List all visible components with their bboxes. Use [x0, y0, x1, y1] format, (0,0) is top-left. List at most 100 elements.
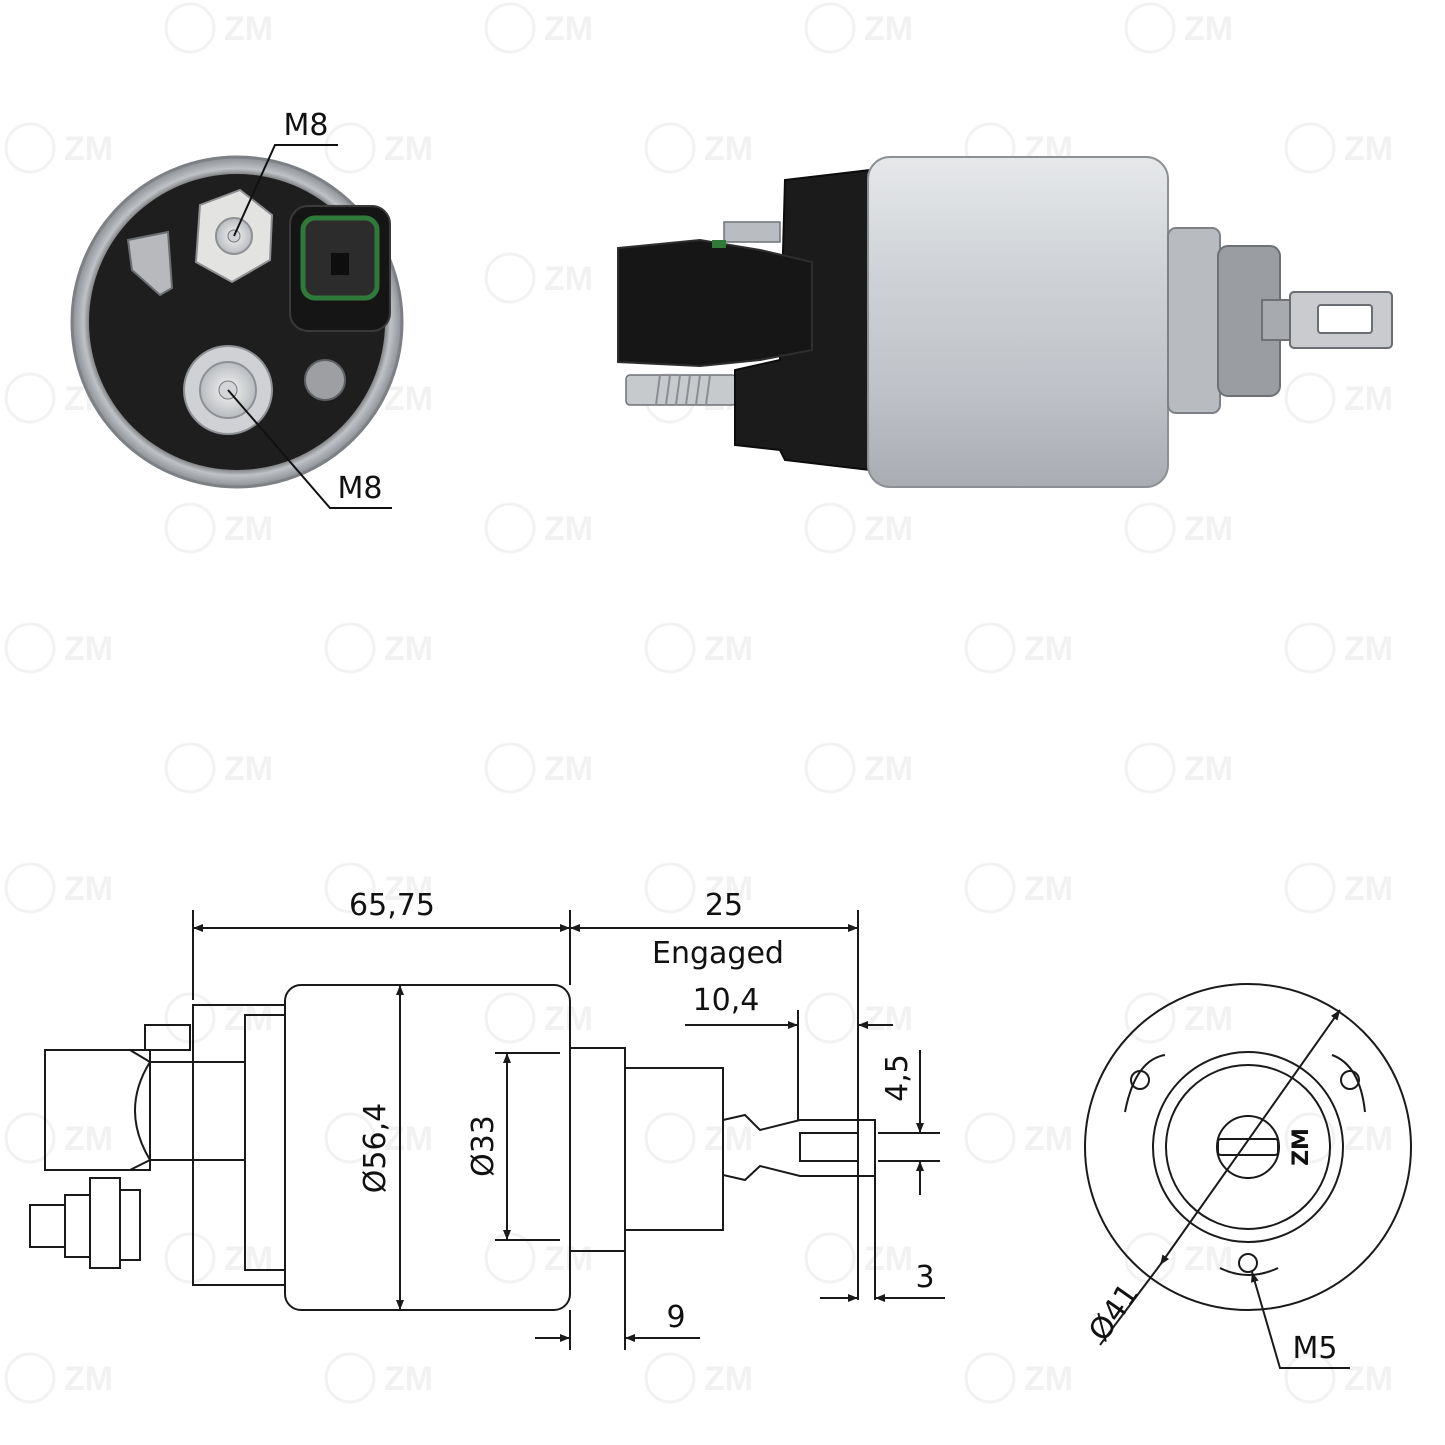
watermark-text: ZM [224, 10, 273, 48]
watermark-logo [164, 502, 216, 554]
watermark-text: ZM [1184, 1240, 1233, 1278]
watermark-text: ZM [64, 870, 113, 908]
label-bottom-m8: M8 [338, 471, 383, 506]
watermark-logo [1284, 1352, 1336, 1404]
watermark-text: ZM [384, 870, 433, 908]
watermark-text: ZM [384, 380, 433, 418]
watermark-text: ZM [704, 1120, 753, 1158]
leader-top-m8 [233, 144, 338, 237]
watermark-text: ZM [544, 10, 593, 48]
watermark-text: ZM [384, 630, 433, 668]
dim-body-diameter: Ø56,4 [358, 1103, 393, 1193]
dim-nose-diameter: Ø33 [466, 1115, 501, 1177]
leader-bottom-m8 [227, 389, 392, 509]
watermark-logo [164, 742, 216, 794]
watermark-text: ZM [64, 1360, 113, 1398]
watermark-logo [484, 252, 536, 304]
watermark-logo [804, 1232, 856, 1284]
watermark-text: ZM [544, 750, 593, 788]
dim-line-flange-dia [1159, 1009, 1341, 1266]
watermark-logo [484, 992, 536, 1044]
watermark-text: ZM [544, 510, 593, 548]
watermark-layer: ZM ZM ZM ZM ZM ZM ZM ZM ZM ZM ZM ZM ZM ZM ZM ZM ZM ZM ZM ZM… [4, 2, 1393, 1404]
watermark-logo [324, 1352, 376, 1404]
watermark-logo [964, 622, 1016, 674]
solenoid-body [867, 156, 1169, 488]
watermark-text: ZM [704, 130, 753, 168]
watermark-logo [324, 862, 376, 914]
mount-hole-1 [1130, 1070, 1150, 1090]
watermark-text: ZM [544, 1240, 593, 1278]
watermark-logo [4, 122, 56, 174]
watermark-logo [804, 502, 856, 554]
watermark-text: ZM [544, 260, 593, 298]
watermark-logo [324, 122, 376, 174]
watermark-text: ZM [224, 1000, 273, 1038]
watermark-logo [644, 1352, 696, 1404]
dimension-drawing-side [29, 910, 945, 1350]
watermark-text: ZM [1184, 1000, 1233, 1038]
battery-tab [126, 230, 174, 297]
dim-body-length: 65,75 [349, 888, 435, 923]
watermark-text: ZM [224, 750, 273, 788]
connector-plug [617, 238, 813, 368]
end-logo: ZM [1289, 1128, 1314, 1166]
watermark-logo [164, 2, 216, 54]
watermark-text: ZM [864, 750, 913, 788]
watermark-text: ZM [544, 1000, 593, 1038]
watermark-logo [1284, 122, 1336, 174]
watermark-text: ZM [1344, 870, 1393, 908]
watermark-text: ZM [1024, 870, 1073, 908]
drawing-connector [44, 1049, 151, 1171]
watermark-logo [484, 2, 536, 54]
dim-flange-diameter: Ø41 [1082, 1277, 1146, 1348]
side-view-photo [617, 156, 1393, 488]
drawing-nose [569, 1047, 626, 1252]
watermark-text: ZM [1024, 630, 1073, 668]
watermark-logo [4, 1352, 56, 1404]
mount-hole-2 [1340, 1070, 1360, 1090]
watermark-logo [804, 2, 856, 54]
watermark-logo [484, 742, 536, 794]
end-view-photo: M8 M8 [70, 108, 404, 509]
watermark-logo [4, 862, 56, 914]
watermark-logo [644, 622, 696, 674]
top-bolt [723, 221, 781, 243]
watermark-logo [4, 1112, 56, 1164]
watermark-logo [4, 622, 56, 674]
watermark-text: ZM [64, 1120, 113, 1158]
watermark-text: ZM [1344, 380, 1393, 418]
watermark-text: ZM [1024, 1360, 1073, 1398]
watermark-logo [1124, 502, 1176, 554]
watermark-text: ZM [1344, 1120, 1393, 1158]
mount-hole-3 [1238, 1253, 1258, 1273]
watermark-logo [644, 122, 696, 174]
dim-fork-offset: 10,4 [693, 983, 760, 1018]
watermark-logo [324, 1112, 376, 1164]
watermark-text: ZM [384, 1120, 433, 1158]
dim-engaged-label: Engaged [652, 936, 784, 971]
watermark-text: ZM [704, 630, 753, 668]
dim-fork-slot: 4,5 [880, 1054, 915, 1102]
watermark-text: ZM [224, 510, 273, 548]
watermark-text: ZM [224, 1240, 273, 1278]
watermark-logo [1284, 372, 1336, 424]
watermark-text: ZM [1344, 630, 1393, 668]
watermark-logo [1284, 622, 1336, 674]
solenoid-nose [1167, 227, 1221, 414]
dim-plunger-travel: 25 [705, 888, 743, 923]
watermark-logo [1124, 742, 1176, 794]
watermark-logo [964, 1112, 1016, 1164]
watermark-logo [324, 622, 376, 674]
watermark-text: ZM [1344, 130, 1393, 168]
bottom-bolt [625, 374, 737, 406]
leader-m5 [1250, 1271, 1350, 1369]
watermark-logo [1284, 862, 1336, 914]
watermark-logo [1124, 2, 1176, 54]
watermark-text: ZM [1184, 510, 1233, 548]
watermark-text: ZM [384, 130, 433, 168]
watermark-text: ZM [64, 630, 113, 668]
watermark-text: ZM [1344, 1360, 1393, 1398]
watermark-text: ZM [384, 1360, 433, 1398]
